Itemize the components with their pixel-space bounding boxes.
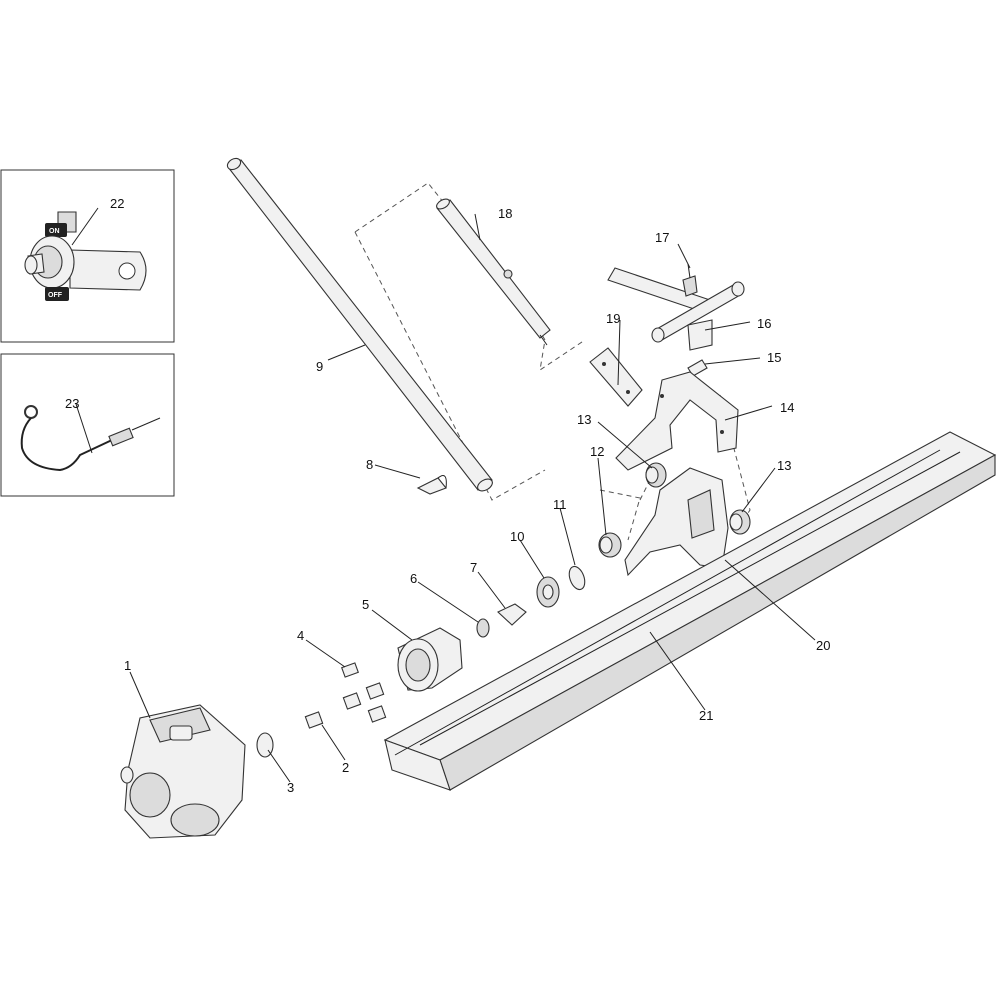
callouts: 1 2 3 4 5 6 7 8 9 10 11 12 13 13 14 15 1… (65, 196, 830, 795)
throttle-tube (436, 198, 551, 346)
drive-components (397, 565, 586, 692)
callout-1: 1 (124, 658, 131, 673)
svg-text:ON: ON (49, 228, 60, 235)
callout-13-lower: 13 (777, 458, 791, 473)
callout-12: 12 (590, 444, 604, 459)
plate (589, 347, 643, 407)
callout-10: 10 (510, 529, 524, 544)
callout-17: 17 (655, 230, 669, 245)
callout-5: 5 (362, 597, 369, 612)
callout-19: 19 (606, 311, 620, 326)
callout-16: 16 (757, 316, 771, 331)
callout-11: 11 (553, 497, 567, 512)
callout-23: 23 (65, 396, 79, 411)
callout-18: 18 (498, 206, 512, 221)
callout-9: 9 (316, 359, 323, 374)
clamp (416, 475, 447, 495)
rubber-mounts (598, 462, 751, 558)
engine (120, 704, 246, 839)
upper-bracket (615, 371, 739, 471)
callout-7: 7 (470, 560, 477, 575)
leader-lines (129, 213, 816, 783)
screed-beam (383, 431, 997, 791)
callout-4: 4 (297, 628, 304, 643)
callout-14: 14 (780, 400, 794, 415)
callout-13-upper: 13 (577, 412, 591, 427)
callout-22: 22 (110, 196, 124, 211)
inset-cable (0, 353, 175, 497)
inset-switch: ON OFF (0, 169, 175, 343)
callout-15: 15 (767, 350, 781, 365)
callout-3: 3 (287, 780, 294, 795)
callout-8: 8 (366, 457, 373, 472)
callout-21: 21 (699, 708, 713, 723)
callout-2: 2 (342, 760, 349, 775)
handle-tube (226, 157, 493, 492)
callout-6: 6 (410, 571, 417, 586)
callout-20: 20 (816, 638, 830, 653)
svg-text:OFF: OFF (48, 292, 63, 299)
isolators (256, 662, 387, 758)
t-handle-bracket (607, 263, 745, 351)
